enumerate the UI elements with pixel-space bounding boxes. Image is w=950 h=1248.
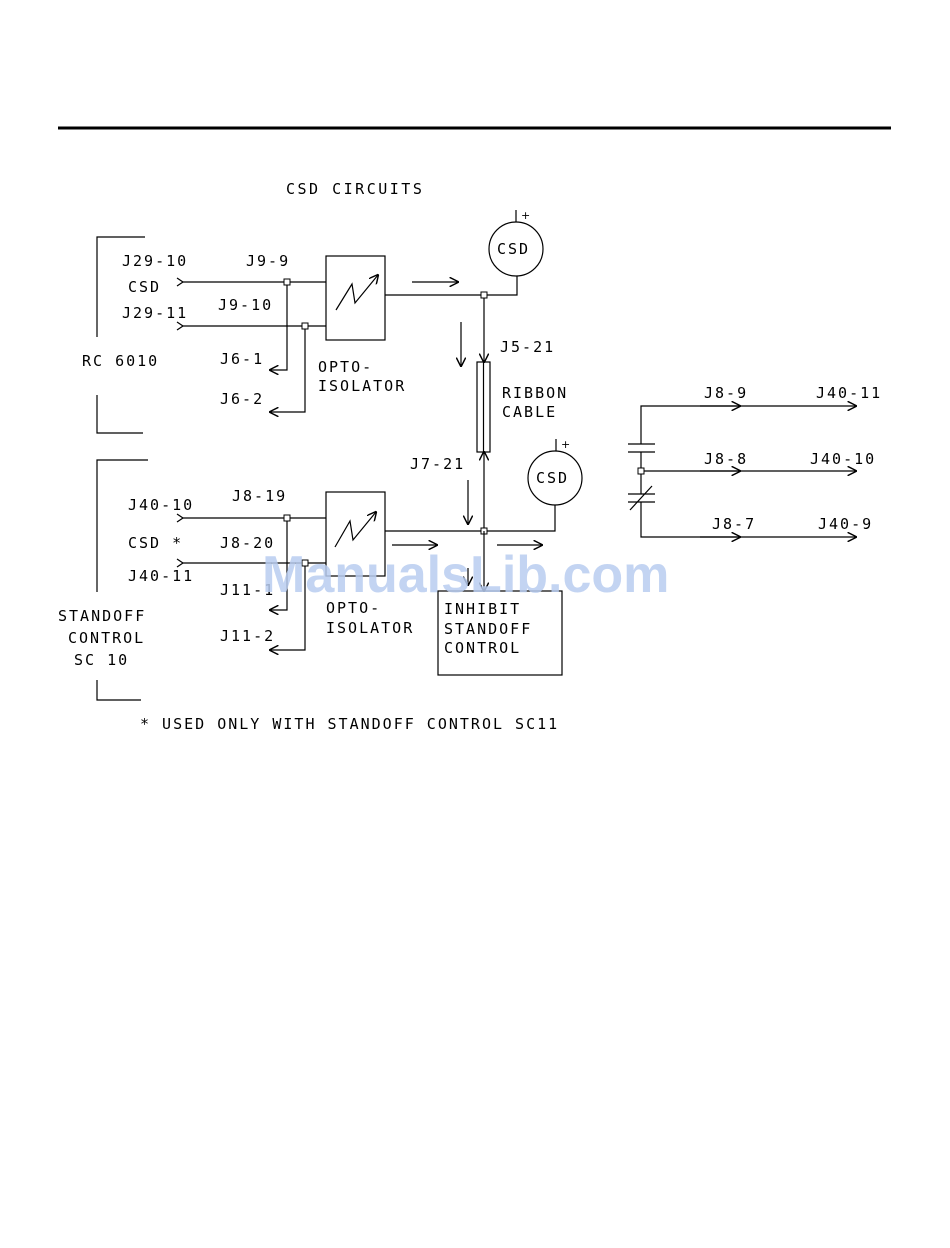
bot-node-b [301,559,309,567]
bot-csd-plus: + [561,438,570,451]
top-bus-node [480,291,488,299]
right-line-1 [640,406,856,444]
sc-bracket-bottom [96,680,141,701]
top-in-chevron-1 [176,277,185,287]
bot-opto-symbol [334,512,376,548]
sc-bracket-top [96,459,148,592]
bot-in-name-label: CSD * [128,534,183,552]
bot-jb-label: J8-20 [220,534,275,552]
rc-bracket-bottom [96,395,143,434]
bot-iso-label-1: OPTO- [326,599,381,617]
top-jb-label: J9-10 [218,296,273,314]
diagram-title: CSD CIRCUITS [286,180,424,198]
right-row2-left: J8-8 [704,450,748,468]
cable-j-top-label: J5-21 [500,338,555,356]
top-in-bottom-label: J29-11 [122,304,188,322]
top-out-b-label: J6-2 [220,390,264,408]
inhibit-label-1: INHIBIT [444,600,521,618]
top-csd-plus: + [521,209,530,222]
inhibit-label-2: STANDOFF [444,620,532,638]
sc-label-1: STANDOFF [58,607,146,625]
top-ja-label: J9-9 [246,252,290,270]
top-in-top-label: J29-10 [122,252,188,270]
footnote: * USED ONLY WITH STANDOFF CONTROL SC11 [140,715,559,733]
top-out-a-label: J6-1 [220,350,264,368]
bot-tap-a [270,518,288,610]
bot-opto-isolator [325,491,386,577]
right-row1-right: J40-11 [816,384,882,402]
cable-j-bottom-label: J7-21 [410,455,465,473]
bot-out-a-label: J11-1 [220,581,275,599]
right-row1-left: J8-9 [704,384,748,402]
bot-csd [527,450,583,506]
right-row2-right: J40-10 [810,450,876,468]
top-tap-a [270,282,288,370]
right-node [637,467,645,475]
top-iso-label-2: ISOLATOR [318,377,406,395]
bot-csd-label: CSD [536,469,569,487]
sc-label-3: SC 10 [74,651,129,669]
rc-bracket-top [96,236,145,337]
bot-in-chevron-1 [176,513,185,523]
sc-label-2: CONTROL [68,629,145,647]
top-node-a [283,278,291,286]
top-in-chevron-2 [176,321,185,331]
top-opto-isolator [325,255,386,341]
top-csd-link [484,276,518,296]
right-row3-right: J40-9 [818,515,873,533]
top-csd-label: CSD [497,240,530,258]
top-in-name-label: CSD [128,278,161,296]
bot-ja-label: J8-19 [232,487,287,505]
watermark: ManualsLib.com [262,546,669,604]
top-opto-symbol [335,275,378,311]
cable-label-1: RIBBON [502,384,568,402]
cable-label-2: CABLE [502,403,557,421]
bot-out-b-label: J11-2 [220,627,275,645]
bot-in-chevron-2 [176,558,185,568]
bot-node-a [283,514,291,522]
right-line-3 [640,502,856,537]
bot-tap-b [270,563,306,650]
top-tap-b [270,326,306,412]
top-node-b [301,322,309,330]
bot-csd-link [484,505,556,532]
inhibit-standoff-control [437,590,563,676]
variable-cap-arrow [629,485,653,511]
bot-in-bottom-label: J40-11 [128,567,194,585]
inhibit-label-3: CONTROL [444,639,521,657]
rc-label: RC 6010 [82,352,159,370]
right-row3-left: J8-7 [712,515,756,533]
top-iso-label-1: OPTO- [318,358,373,376]
bot-in-top-label: J40-10 [128,496,194,514]
bot-iso-label-2: ISOLATOR [326,619,414,637]
